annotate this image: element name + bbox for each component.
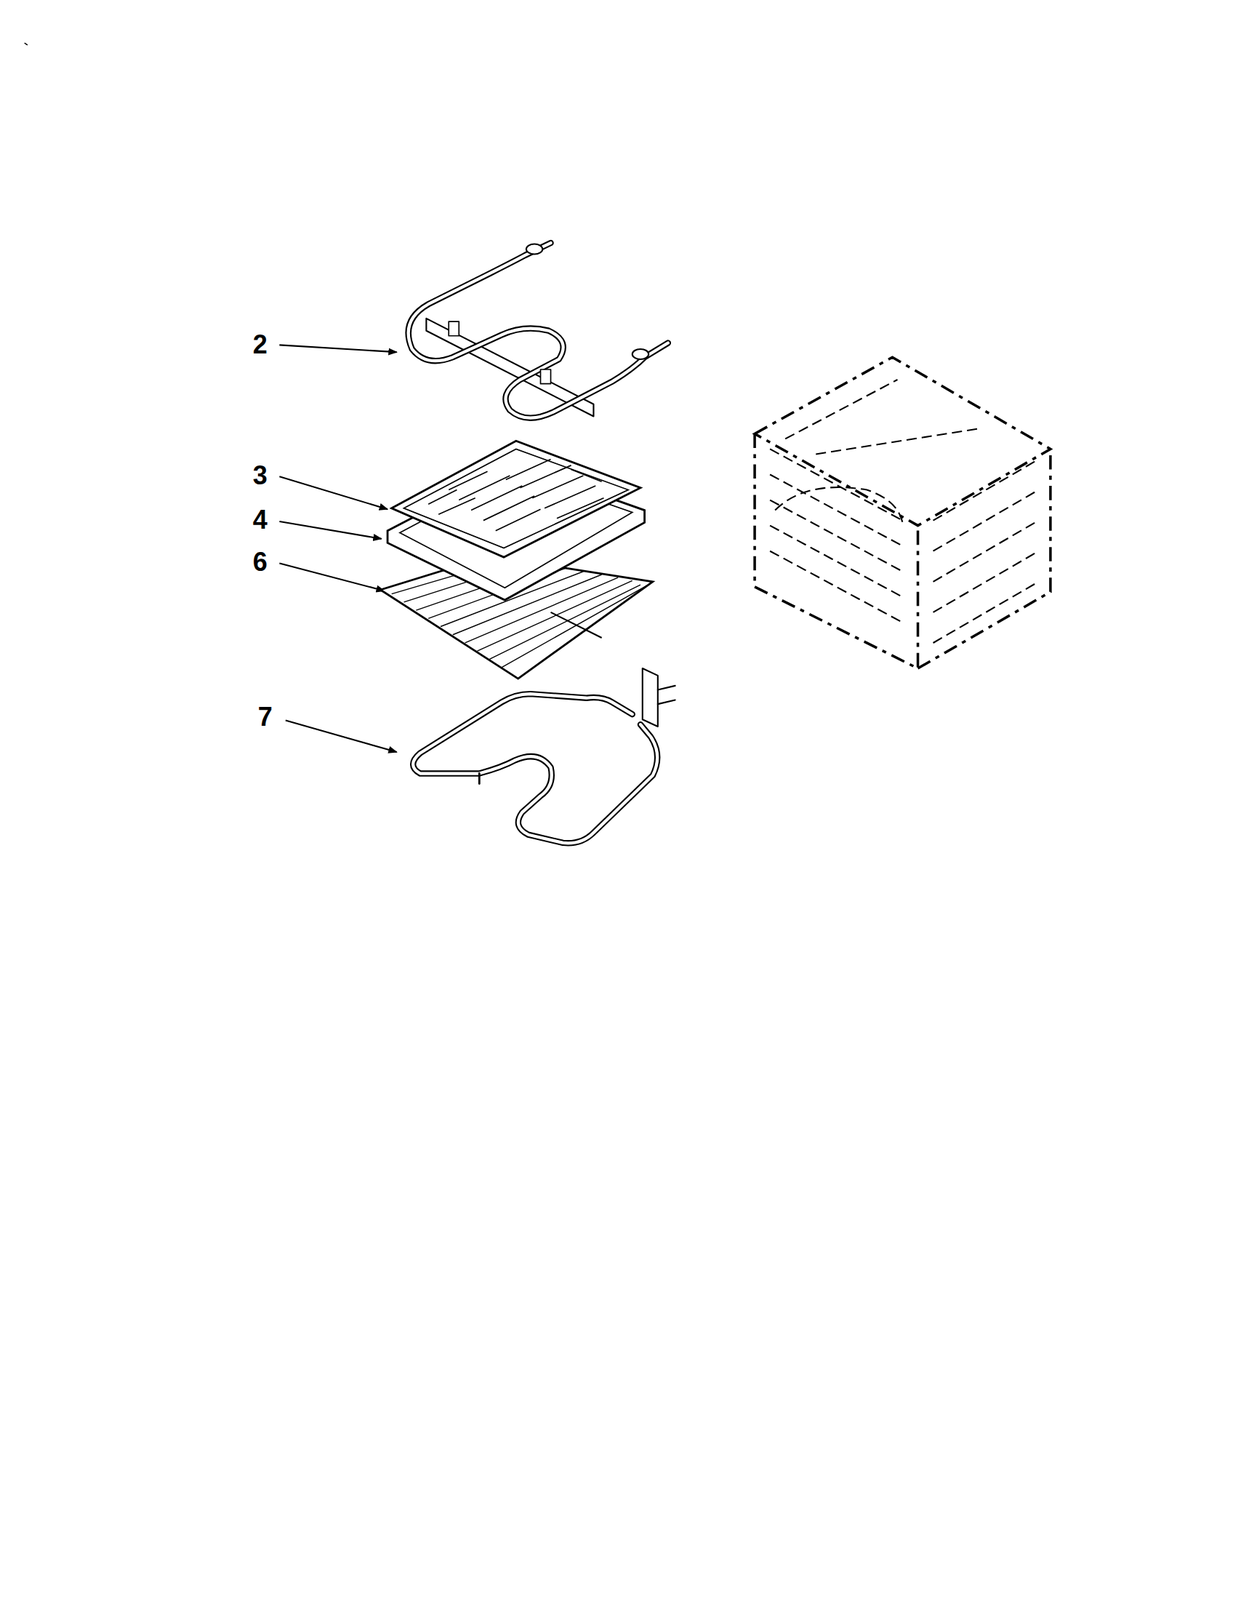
element-clip — [448, 321, 459, 336]
leader-line — [279, 476, 388, 509]
terminal-collar — [526, 243, 543, 254]
callout-number: 6 — [251, 548, 269, 576]
broil-element — [408, 242, 669, 419]
callout-number: 3 — [251, 462, 269, 489]
callout-number: 2 — [251, 331, 269, 358]
leader-lines — [279, 344, 397, 752]
element-clip — [540, 369, 551, 384]
callout-number: 4 — [251, 506, 269, 533]
element-tube — [408, 242, 669, 419]
terminal-collar — [632, 348, 649, 360]
bake-element — [412, 668, 676, 843]
leader-line — [279, 563, 384, 592]
leader-line — [279, 521, 381, 539]
leader-line — [285, 720, 397, 752]
element-tube-inner — [408, 242, 669, 419]
stray-mark — [24, 42, 28, 46]
leader-line — [279, 344, 397, 352]
oven-cavity-phantom — [754, 356, 1051, 669]
terminal-plate — [642, 668, 658, 727]
broiler-grid — [391, 440, 641, 557]
callout-number: 7 — [256, 703, 275, 730]
